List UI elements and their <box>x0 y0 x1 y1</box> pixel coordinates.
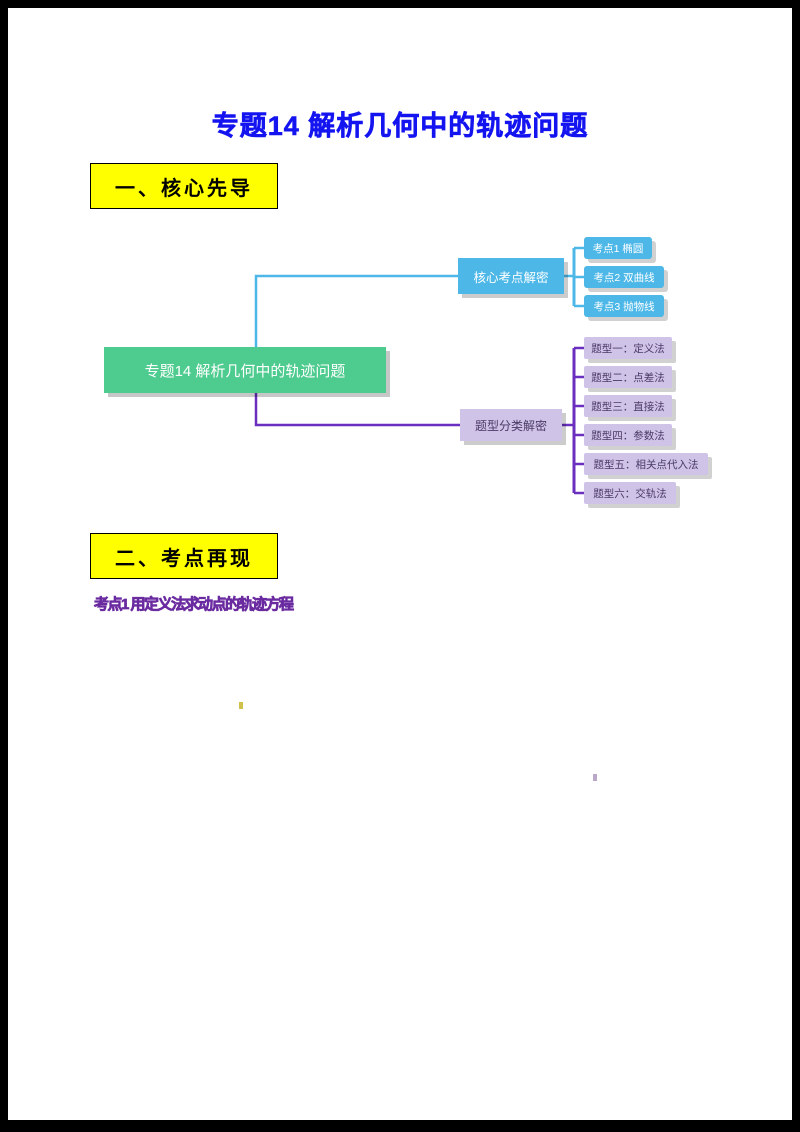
subheading-kaodian-1: 考点1 用定义法求动点的轨迹方程 <box>94 596 295 614</box>
stray-mark-upper <box>239 702 243 709</box>
mindmap-leaf-tixing-3[interactable]: 题型三：直接法 <box>584 395 672 417</box>
mindmap-branch-types[interactable]: 题型分类解密 <box>460 409 562 441</box>
page-title: 专题14 解析几何中的轨迹问题 <box>211 111 589 142</box>
mindmap-leaf-tixing-1[interactable]: 题型一：定义法 <box>584 337 672 359</box>
mindmap-leaf-tixing-6[interactable]: 题型六：交轨法 <box>584 482 676 504</box>
mindmap-leaf-kaodian-3[interactable]: 考点3 抛物线 <box>584 295 664 317</box>
stray-mark-lower <box>593 774 597 781</box>
document-page: 专题14 解析几何中的轨迹问题 一、核心先导 专题14 解析几何中的轨迹问题 <box>8 8 792 1120</box>
mindmap-leaf-tixing-5[interactable]: 题型五：相关点代入法 <box>584 453 708 475</box>
mindmap-connectors <box>254 246 584 495</box>
section-header-kaodian-review: 二、考点再现 <box>90 533 278 579</box>
mindmap-diagram: 专题14 解析几何中的轨迹问题 核心考点解密 考点1 椭圆 考点2 双曲线 考点… <box>8 218 792 528</box>
mindmap-leaf-tixing-4[interactable]: 题型四：参数法 <box>584 424 672 446</box>
mindmap-branch-core[interactable]: 核心考点解密 <box>458 258 564 294</box>
connector-root-to-types <box>254 393 460 427</box>
connector-root-to-core <box>254 274 458 347</box>
section-header-core-guide: 一、核心先导 <box>90 163 278 209</box>
mindmap-root-node[interactable]: 专题14 解析几何中的轨迹问题 <box>104 347 386 393</box>
mindmap-leaf-tixing-2[interactable]: 题型二：点差法 <box>584 366 672 388</box>
mindmap-leaf-kaodian-1[interactable]: 考点1 椭圆 <box>584 237 652 259</box>
mindmap-leaf-kaodian-2[interactable]: 考点2 双曲线 <box>584 266 664 288</box>
